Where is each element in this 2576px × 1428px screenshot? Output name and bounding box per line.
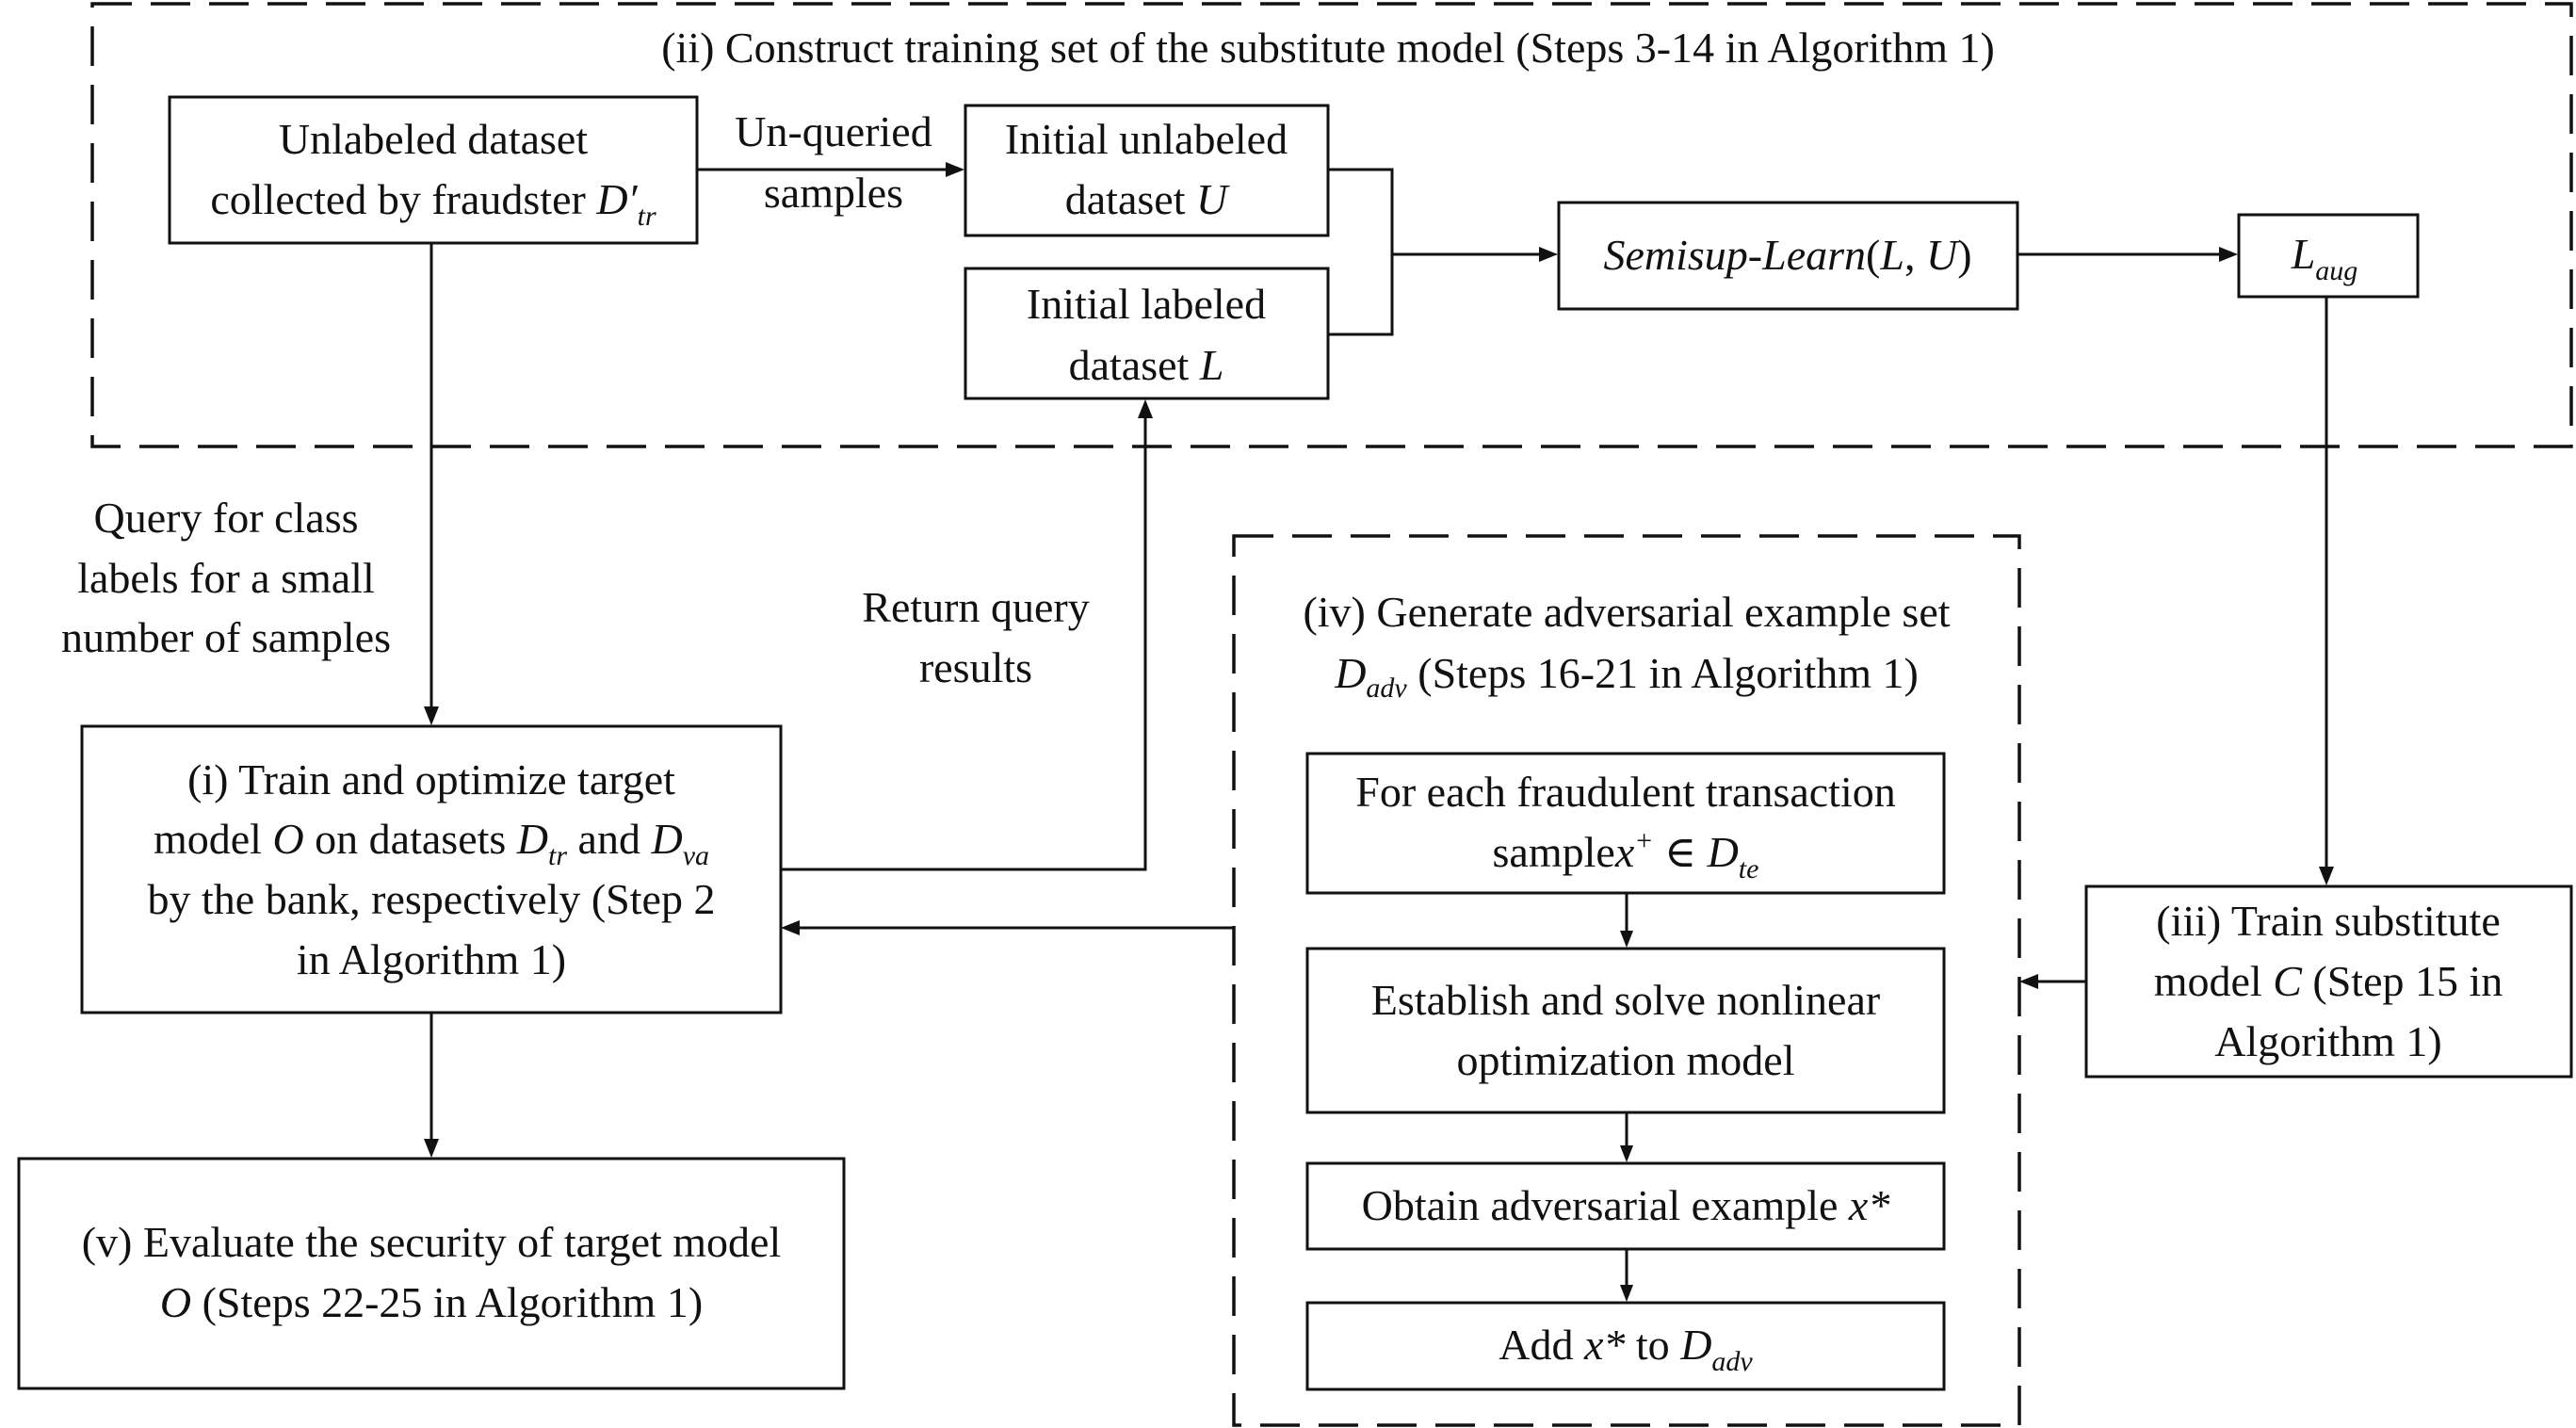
node-initial-unlabeled-dataset: Initial unlabeled dataset U xyxy=(964,104,1330,237)
node-train-substitute-line1: (iii) Train substitute xyxy=(2156,897,2500,945)
node-evaluate-line1: (v) Evaluate the security of target mode… xyxy=(82,1218,782,1266)
node-unlabeled-dataset-line1: Unlabeled dataset xyxy=(279,115,588,163)
node-laug-label: Laug xyxy=(2291,230,2358,286)
node-semisup-learn-label: Semisup-Learn(L, U) xyxy=(1603,231,1971,279)
node-establish-line1: Establish and solve nonlinear xyxy=(1371,976,1880,1024)
node-establish-line2: optimization model xyxy=(1457,1036,1795,1084)
node-for-each-line2: samplex+ ∈ Dte xyxy=(1493,825,1759,884)
edge-label-query-line1: Query for class xyxy=(93,494,358,542)
node-for-each-fraudulent: For each fraudulent transaction samplex+… xyxy=(1305,752,1946,895)
node-laug: Laug xyxy=(2237,213,2420,299)
arrowhead xyxy=(781,920,800,935)
arrowhead xyxy=(424,706,439,725)
arrowhead xyxy=(424,1139,439,1158)
node-train-substitute-line2: model C (Step 15 in xyxy=(2154,957,2503,1005)
node-initial-labeled-line2: dataset L xyxy=(1069,341,1224,389)
arrowhead xyxy=(2019,974,2038,989)
node-evaluate-security: (v) Evaluate the security of target mode… xyxy=(17,1157,846,1390)
node-establish-solve: Establish and solve nonlinear optimizati… xyxy=(1305,947,1946,1114)
node-add-label: Add x* to Dadv xyxy=(1499,1321,1753,1377)
arrowhead xyxy=(1620,1145,1633,1162)
node-initial-labeled-line1: Initial labeled xyxy=(1027,280,1266,328)
region-ii-title: (ii) Construct training set of the subst… xyxy=(661,24,1995,72)
edge-label-unqueried-line2: samples xyxy=(764,169,903,217)
edge-label-unqueried-line1: Un-queried xyxy=(735,107,932,155)
edge-label-return-line2: results xyxy=(919,643,1032,691)
node-obtain-adversarial: Obtain adversarial example x* xyxy=(1305,1161,1946,1251)
edge-train-target-to-init-labeled xyxy=(780,414,1147,871)
node-for-each-line1: For each fraudulent transaction xyxy=(1355,768,1896,816)
node-unlabeled-dataset: Unlabeled dataset collected by fraudster… xyxy=(168,95,699,245)
edge-init-unlabeled-join xyxy=(1328,168,1394,254)
region-iv-generate-adversarial xyxy=(1232,534,2021,1427)
edge-label-query-line2: labels for a small xyxy=(77,554,375,602)
node-train-substitute-line3: Algorithm 1) xyxy=(2214,1017,2441,1065)
arrowhead xyxy=(946,162,964,177)
node-initial-unlabeled-line2: dataset U xyxy=(1065,175,1230,223)
node-obtain-label: Obtain adversarial example x* xyxy=(1362,1181,1890,1229)
connectors xyxy=(424,162,2334,1302)
arrowhead xyxy=(1620,1285,1633,1302)
node-train-target-line4: in Algorithm 1) xyxy=(297,935,566,983)
node-train-target-line2: model O on datasets Dtr and Dva xyxy=(154,815,709,871)
node-train-substitute-model: (iii) Train substitute model C (Step 15 … xyxy=(2084,884,2573,1079)
edge-init-labeled-join xyxy=(1328,254,1394,336)
arrowhead xyxy=(2319,867,2334,885)
node-train-target-model: (i) Train and optimize target model O on… xyxy=(80,724,783,1014)
node-train-target-line1: (i) Train and optimize target xyxy=(187,755,675,803)
node-initial-labeled-dataset: Initial labeled dataset L xyxy=(964,267,1330,400)
node-unlabeled-dataset-line2: collected by fraudster D′tr xyxy=(210,175,656,232)
node-initial-unlabeled-line1: Initial unlabeled xyxy=(1005,115,1288,163)
edge-label-return-line1: Return query xyxy=(862,583,1089,631)
node-evaluate-line2: O (Steps 22-25 in Algorithm 1) xyxy=(160,1278,703,1326)
region-iv-title-line2: Dadv (Steps 16-21 in Algorithm 1) xyxy=(1334,649,1919,704)
node-train-target-line3: by the bank, respectively (Step 2 xyxy=(148,875,716,923)
arrowhead xyxy=(2219,247,2238,262)
region-iv-title-line1: (iv) Generate adversarial example set xyxy=(1303,588,1950,636)
arrowhead xyxy=(1138,399,1153,418)
arrowhead xyxy=(1539,247,1558,262)
node-semisup-learn: Semisup-Learn(L, U) xyxy=(1557,201,2019,311)
edge-label-query-line3: number of samples xyxy=(61,613,391,661)
region-ii-construct-training-set xyxy=(90,2,2573,448)
node-add-to-dadv: Add x* to Dadv xyxy=(1305,1301,1946,1391)
arrowhead xyxy=(1620,931,1633,948)
